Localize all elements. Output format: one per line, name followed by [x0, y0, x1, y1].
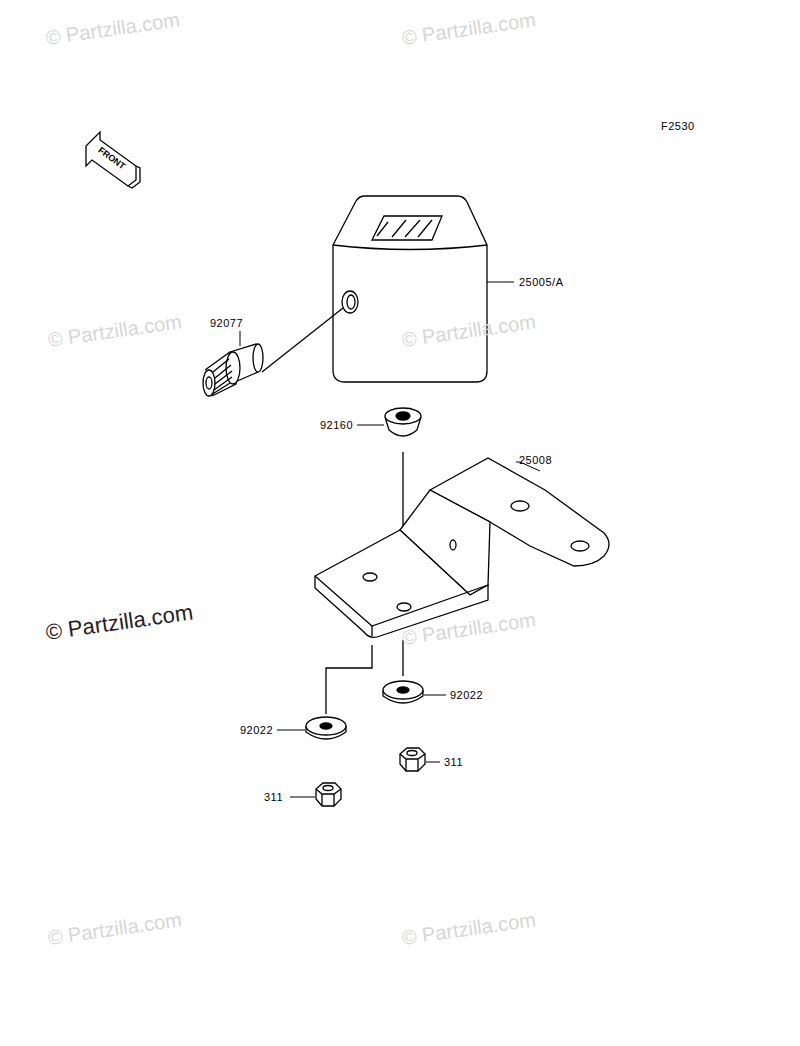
meter-box — [333, 196, 487, 382]
drawing-code: F2530 — [661, 121, 695, 132]
callout-number: 92077 — [210, 318, 243, 329]
gear-part — [203, 344, 263, 396]
watermark: © Partzilla.com — [47, 311, 183, 350]
watermark: © Partzilla.com — [45, 9, 181, 48]
washer — [383, 681, 423, 703]
leader-line — [240, 282, 540, 797]
callout-number: 25005/A — [519, 277, 563, 288]
callout-number: 92160 — [320, 420, 353, 431]
watermark: © Partzilla.com — [401, 9, 537, 48]
watermark: © Partzilla.com — [47, 909, 183, 948]
hex-nut — [316, 783, 341, 806]
front-arrow — [86, 132, 136, 186]
callout-number: 311 — [444, 757, 463, 768]
assembly-line — [326, 645, 372, 714]
callout-number: 25008 — [519, 455, 552, 466]
washer — [306, 717, 346, 739]
callout-number: 311 — [264, 792, 283, 803]
callout-number: 92022 — [240, 725, 273, 736]
watermark: © Partzilla.com — [44, 601, 194, 643]
callout-number: 92022 — [450, 690, 483, 701]
grommet — [385, 408, 421, 436]
hex-nut — [400, 748, 425, 771]
front-arrow-shadow — [128, 166, 140, 188]
assembly-line — [262, 308, 343, 372]
bracket — [315, 458, 609, 637]
watermark: © Partzilla.com — [401, 909, 537, 948]
